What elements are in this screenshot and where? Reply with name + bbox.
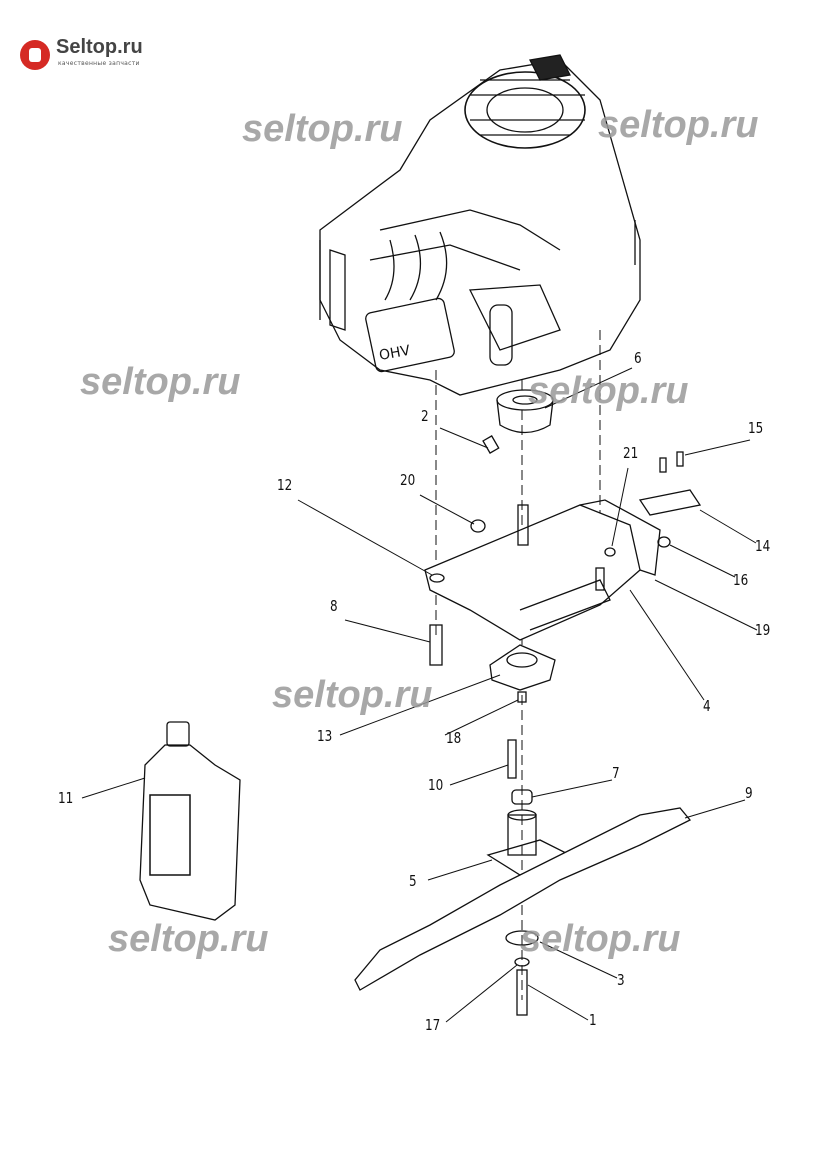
part-label-5: 5 <box>409 872 417 890</box>
part-label-6: 6 <box>634 349 642 367</box>
watermark: seltop.ru <box>598 104 759 146</box>
watermark: seltop.ru <box>108 918 269 960</box>
part-9-blade <box>354 807 692 991</box>
part-label-15: 15 <box>748 419 764 437</box>
part-10-key <box>507 739 517 779</box>
watermark: seltop.ru <box>528 370 689 412</box>
part-label-3: 3 <box>617 971 625 989</box>
part-2-nut <box>482 435 500 454</box>
watermark: seltop.ru <box>80 361 241 403</box>
part-label-21: 21 <box>623 444 639 462</box>
watermark: seltop.ru <box>520 918 681 960</box>
part-label-13: 13 <box>317 727 333 745</box>
part-label-17: 17 <box>425 1016 441 1034</box>
part-6-spacer <box>496 389 554 434</box>
engine: OHV <box>319 54 641 396</box>
part-label-16: 16 <box>733 571 749 589</box>
part-label-2: 2 <box>421 407 429 425</box>
seltop-logo[interactable]: Seltop.ru качественные запчасти <box>18 36 168 76</box>
part-4-bracket <box>424 499 661 641</box>
leader-lines <box>81 367 758 1023</box>
part-label-7: 7 <box>612 764 620 782</box>
part-label-19: 19 <box>755 621 771 639</box>
watermark: seltop.ru <box>242 108 403 150</box>
part-label-4: 4 <box>703 697 711 715</box>
part-label-14: 14 <box>755 537 771 555</box>
part-label-10: 10 <box>428 776 444 794</box>
part-3-washer <box>505 930 539 946</box>
part-label-9: 9 <box>745 784 753 802</box>
part-1-bolt <box>516 969 528 1016</box>
part-label-12: 12 <box>277 476 293 494</box>
part-8-bolt <box>429 624 443 666</box>
logo-subtitle: качественные запчасти <box>58 60 140 67</box>
part-17-lock-washer <box>514 957 530 967</box>
part-label-20: 20 <box>400 471 416 489</box>
part-15-screw <box>659 457 667 473</box>
part-label-8: 8 <box>330 597 338 615</box>
engine-marking: OHV <box>378 343 412 364</box>
part-18-nut <box>517 691 527 703</box>
watermark: seltop.ru <box>272 674 433 716</box>
part-11-oil-bottle <box>139 721 241 921</box>
part-13-bearing-housing <box>489 644 556 691</box>
fist-wrench-icon <box>20 40 50 70</box>
part-label-1: 1 <box>589 1011 597 1029</box>
part-label-11: 11 <box>58 789 74 807</box>
part-20-nut <box>470 519 486 533</box>
part-16-nut <box>657 536 671 548</box>
logo-title: Seltop.ru <box>56 36 143 58</box>
part-21-washer <box>604 547 616 557</box>
part-14-clip <box>638 489 702 516</box>
part-label-18: 18 <box>446 729 462 747</box>
